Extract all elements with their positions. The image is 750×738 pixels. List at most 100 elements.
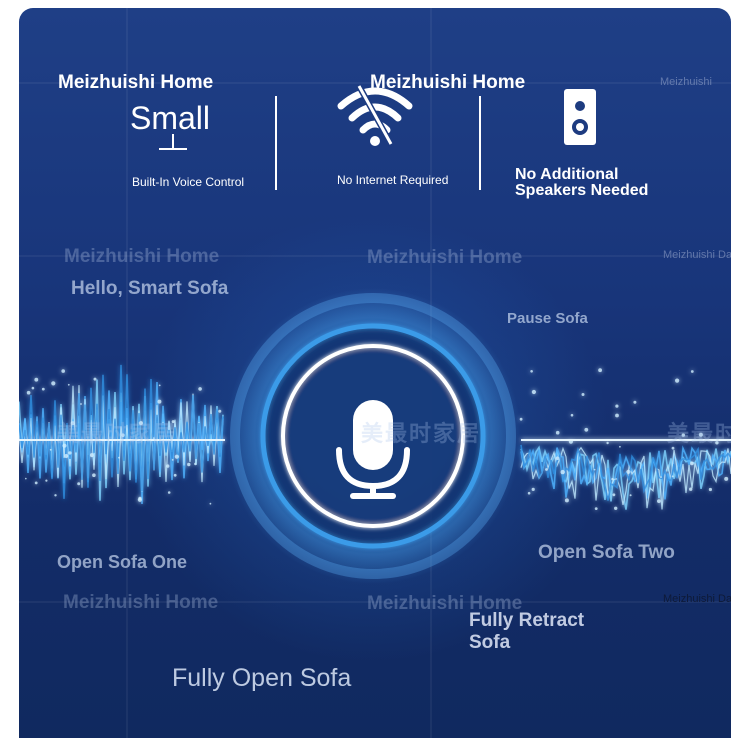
wave-sparkle bbox=[49, 448, 52, 451]
wave-sparkle bbox=[70, 421, 75, 426]
wave-sparkle bbox=[555, 430, 560, 435]
wave-sparkle bbox=[41, 387, 45, 391]
wave-sparkle bbox=[570, 413, 574, 417]
wave-sparkle bbox=[171, 420, 175, 424]
wave-sparkle bbox=[629, 494, 632, 497]
wave-sparkle bbox=[671, 446, 675, 450]
watermark-cn-left: 美最时家居 bbox=[57, 421, 178, 446]
wave-sparkle bbox=[715, 441, 719, 445]
wave-sparkle bbox=[61, 369, 65, 373]
wave-sparkle bbox=[118, 456, 120, 459]
wave-sparkle bbox=[167, 491, 171, 494]
wave-sparkle bbox=[564, 498, 569, 503]
wave-sparkle bbox=[671, 475, 674, 478]
wave-sparkle bbox=[187, 462, 191, 467]
wave-sparkle bbox=[606, 441, 609, 445]
wave-sparkle bbox=[34, 481, 38, 485]
wave-sparkle bbox=[171, 459, 174, 461]
wave-sparkle bbox=[698, 432, 703, 437]
wave-sparkle bbox=[138, 421, 143, 426]
wave-line bbox=[520, 444, 731, 501]
wave-sparkle bbox=[531, 389, 537, 395]
wave-sparkle bbox=[54, 494, 57, 497]
wave-sparkle bbox=[77, 482, 81, 486]
wave-line bbox=[19, 364, 224, 499]
wave-sparkle bbox=[218, 409, 222, 413]
wave-sparkle bbox=[89, 453, 94, 458]
wave-sparkle bbox=[34, 377, 39, 382]
watermark-mid-left: Meizhuishi Home bbox=[64, 246, 220, 267]
brand-watermark-right: Meizhuishi bbox=[660, 76, 712, 88]
wave-sparkle bbox=[152, 437, 155, 439]
wave-sparkle bbox=[31, 386, 35, 390]
wave-sparkle bbox=[51, 381, 56, 386]
watermark-low-left: Meizhuishi Home bbox=[63, 592, 219, 613]
wave-sparkle bbox=[611, 477, 614, 481]
command-open-sofa-one: Open Sofa One bbox=[57, 552, 188, 572]
wave-sparkle bbox=[173, 473, 177, 477]
wave-sparkle bbox=[531, 487, 535, 491]
grid-lines bbox=[19, 8, 731, 738]
retract-line2: Sofa bbox=[469, 632, 511, 653]
sound-wave-left bbox=[19, 364, 225, 505]
watermark-low-right: Meizhuishi Day bbox=[663, 593, 731, 605]
watermark-cn-right: 美最时 bbox=[667, 421, 731, 446]
wave-sparkle bbox=[598, 368, 602, 373]
command-open-sofa-two: Open Sofa Two bbox=[538, 542, 675, 563]
wave-sparkle bbox=[555, 456, 560, 461]
wave-sparkle bbox=[26, 390, 31, 395]
wave-sparkle bbox=[519, 417, 523, 421]
sound-wave-right bbox=[519, 368, 731, 510]
wave-sparkle bbox=[690, 461, 694, 466]
wave-sparkle bbox=[121, 433, 125, 438]
wave-sparkle bbox=[527, 491, 531, 495]
wave-sparkle bbox=[93, 377, 97, 381]
watermark-mid-right: Meizhuishi Day bbox=[663, 249, 731, 261]
wave-sparkle bbox=[681, 433, 685, 437]
wave-sparkle bbox=[615, 404, 619, 408]
outer-ring bbox=[230, 293, 516, 579]
wave-sparkle bbox=[633, 400, 637, 404]
wave-sparkle bbox=[560, 469, 565, 475]
wave-sparkle bbox=[660, 476, 662, 478]
promo-panel: Meizhuishi Home Meizhuishi Home Meizhuis… bbox=[19, 8, 731, 738]
wave-sparkle bbox=[614, 506, 618, 510]
wave-sparkle bbox=[545, 468, 548, 471]
wave-sparkle bbox=[584, 427, 589, 432]
wave-sparkle bbox=[174, 454, 179, 459]
background-graphics bbox=[19, 8, 731, 738]
wave-sparkle bbox=[615, 413, 619, 418]
brand-watermark-left: Meizhuishi Home bbox=[58, 72, 214, 93]
watermark-cn-center: 美最时家居 bbox=[361, 421, 482, 446]
wave-sparkle bbox=[138, 496, 142, 501]
wave-sparkle bbox=[619, 445, 621, 448]
wave-sparkle bbox=[64, 454, 69, 458]
wave-sparkle bbox=[708, 487, 713, 492]
wave-sparkle bbox=[80, 403, 82, 405]
wave-sparkle bbox=[198, 387, 202, 391]
wave-sparkle bbox=[92, 473, 96, 478]
wave-sparkle bbox=[209, 502, 212, 505]
wave-line bbox=[520, 446, 731, 510]
speakers-caption-line2: Speakers Needed bbox=[515, 182, 649, 199]
wave-sparkle bbox=[612, 493, 616, 497]
wave-sparkle bbox=[166, 464, 170, 468]
wave-sparkle bbox=[594, 507, 598, 510]
wave-sparkle bbox=[626, 469, 631, 474]
feature-voice-caption: Built-In Voice Control bbox=[132, 175, 245, 189]
brand-watermark-center: Meizhuishi Home bbox=[370, 72, 526, 93]
wave-sparkle bbox=[194, 462, 197, 466]
wave-sparkle bbox=[157, 399, 162, 404]
command-fully-retract: Fully Retract Sofa bbox=[469, 610, 584, 654]
speakers-caption-line1: No Additional bbox=[515, 166, 619, 183]
wave-sparkle bbox=[581, 393, 585, 396]
feature-small-title: Small bbox=[130, 100, 211, 136]
command-pause: Pause Sofa bbox=[507, 310, 588, 327]
retract-line1: Fully Retract bbox=[469, 610, 585, 631]
wave-sparkle bbox=[45, 479, 48, 482]
feature-internet-caption: No Internet Required bbox=[337, 173, 449, 187]
wave-sparkle bbox=[68, 451, 72, 455]
wave-sparkle bbox=[25, 477, 27, 480]
wave-sparkle bbox=[62, 443, 67, 448]
command-hello: Hello, Smart Sofa bbox=[71, 278, 229, 299]
